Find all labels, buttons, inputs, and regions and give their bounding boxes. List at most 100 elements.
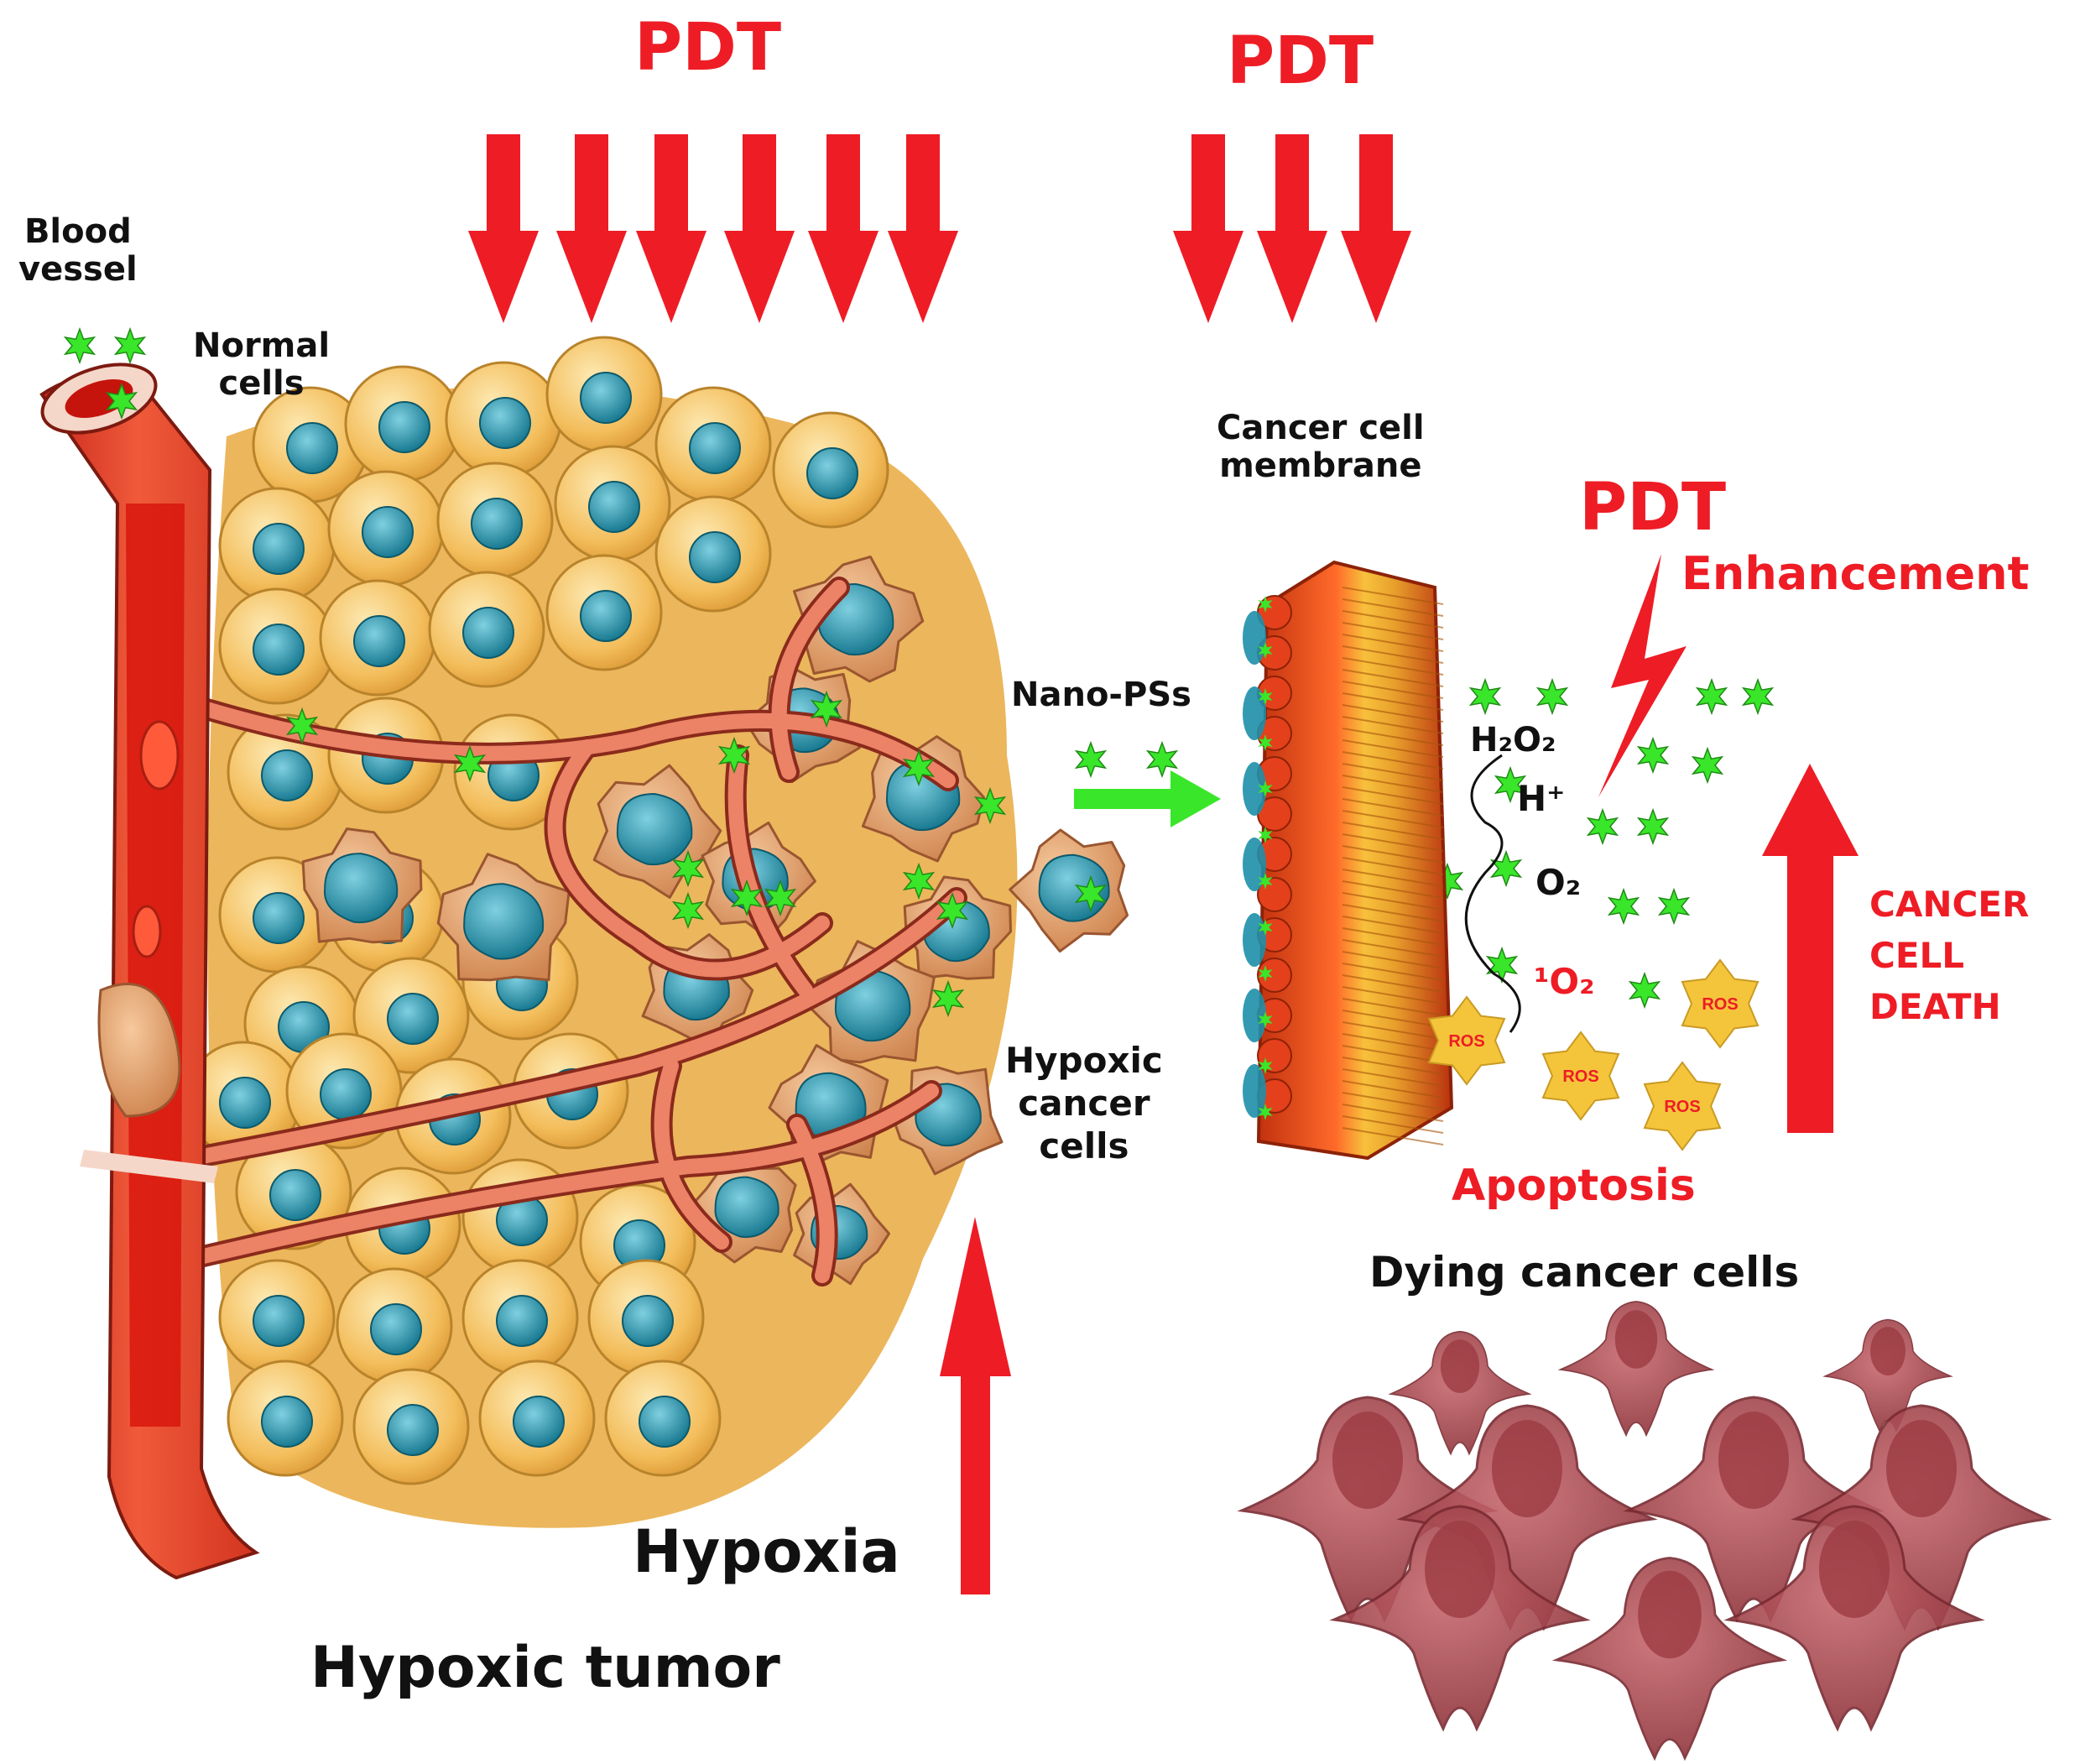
normal-cell [554,445,671,562]
up-arrow-icon [1762,764,1859,1133]
down-arrow-icon [1257,134,1327,323]
svg-text:ROS: ROS [1702,995,1738,1014]
normal-cell [218,487,336,604]
nano-ps-star-icon [1074,874,1108,913]
down-arrow-icon [468,134,539,323]
normal-cell [428,571,545,688]
nano-ps-star-icon [1145,740,1179,779]
ros-star-icon: ROS [1643,1061,1722,1151]
down-arrow-icon [888,134,958,323]
nano-ps-star-icon [63,326,96,365]
pdt-label: PDT [1579,470,1727,545]
normal-cell [352,957,470,1074]
nano-ps-star-icon [1489,849,1523,888]
nano-ps-star-icon [973,786,1007,825]
hypoxia-label: Hypoxia [633,1517,900,1586]
lightning-bolt-icon [1598,554,1687,797]
nano-ps-star-icon [764,879,797,917]
normal-cell [445,361,562,478]
nano-ps-star-icon [1636,807,1670,846]
normal-cell [654,495,772,613]
nano-ps-star-icon [1741,677,1775,716]
nano-ps-star-icon [1494,765,1527,804]
normal-cells-cluster [185,336,889,1485]
ros-star-icon: ROS [1541,1031,1620,1121]
normal-cell [327,470,445,587]
up-arrow-icon [940,1217,1011,1594]
cancer-cell-membrane [1243,560,1454,1161]
cancer-cell [1009,828,1129,952]
dying-cancer-cells [1237,1301,2052,1761]
normal-cell [587,1259,705,1376]
normal-cell [772,411,889,529]
cancer-cell [301,827,423,944]
nano-pss-label: Nano-PSs [1011,676,1191,714]
reaction-curve [1464,754,1521,1033]
h2o2-label: H₂O₂ [1470,721,1556,759]
normal-cell [545,554,663,671]
normal-cell [218,1259,336,1376]
normal-cell [227,713,344,831]
normal-cell [352,1368,470,1485]
nano-ps-star-icon [1586,807,1619,846]
singlet-oxygen-label: ¹O₂ [1534,961,1595,1002]
dying-cancer-cell [1329,1505,1591,1732]
nano-ps-star-icon [1468,677,1502,716]
dying-cancer-cells-label: Dying cancer cells [1369,1248,1800,1297]
svg-text:ROS: ROS [1562,1067,1598,1086]
normal-cell [461,1259,579,1376]
ros-star-icon: ROS [1681,958,1760,1049]
normal-cell [604,1360,722,1477]
dying-cancer-cell [1551,1557,1788,1761]
hypoxic-cancer-cells-label: Hypoxic cancer cells [1005,1040,1163,1167]
nano-ps-star-icon [1628,971,1661,1010]
svg-text:ROS: ROS [1664,1098,1700,1116]
h-plus-label: H⁺ [1517,778,1566,819]
nano-ps-star-icon [453,744,487,783]
normal-cell [319,579,436,697]
svg-text:ROS: ROS [1448,1032,1484,1051]
dying-cancer-cell [1723,1505,1985,1732]
nano-ps-star-icon [671,849,705,888]
nano-ps-star-icon [717,736,751,775]
nano-ps-star-icon [105,382,138,420]
pdt-label: PDT [1227,23,1374,99]
nano-ps-star-icon [1657,887,1691,926]
nano-ps-star-icon [1607,887,1640,926]
dying-cancer-cell [1388,1330,1532,1456]
ros-star-icon: ROS [1427,995,1506,1086]
down-arrow-icon [1341,134,1411,323]
nano-ps-star-icon [902,749,936,787]
normal-cell [436,462,554,579]
cancer-cell [436,853,571,982]
normal-cells-label: Normal cells [193,326,331,403]
capillary-network [182,577,967,1286]
nano-ps-star-icon [810,690,843,728]
down-arrow-icon [556,134,627,323]
normal-cell [654,386,772,504]
apoptosis-label: Apoptosis [1452,1161,1696,1211]
nano-ps-star-icon-group [63,326,1775,1018]
normal-cell [227,1360,344,1477]
nano-ps-star-icon [902,862,936,900]
ros-star-group: ROS ROS ROS ROS [1427,958,1760,1151]
normal-cell [218,587,336,705]
right-arrow-icon [1074,770,1221,827]
cancer-cell-death-label: CANCER CELL DEATH [1869,884,2030,1027]
down-arrow-icon [808,134,878,323]
dying-cancer-cell [1822,1318,1953,1433]
pdt-light-arrows [468,134,1411,323]
nano-ps-star-icon [1636,736,1670,775]
dying-cancer-cell [1557,1301,1715,1438]
nano-ps-star-icon [936,891,969,930]
down-arrow-icon [1173,134,1243,323]
cancer-membrane-label: Cancer cell membrane [1217,409,1425,485]
blood-vessel [39,363,260,1580]
normal-cell [545,336,663,453]
nano-ps-star-icon [671,891,705,930]
nano-ps-star-icon [1691,746,1724,785]
down-arrow-icon [636,134,706,323]
blood-vessel-label: Blood vessel [18,212,138,289]
normal-cell [478,1360,596,1477]
